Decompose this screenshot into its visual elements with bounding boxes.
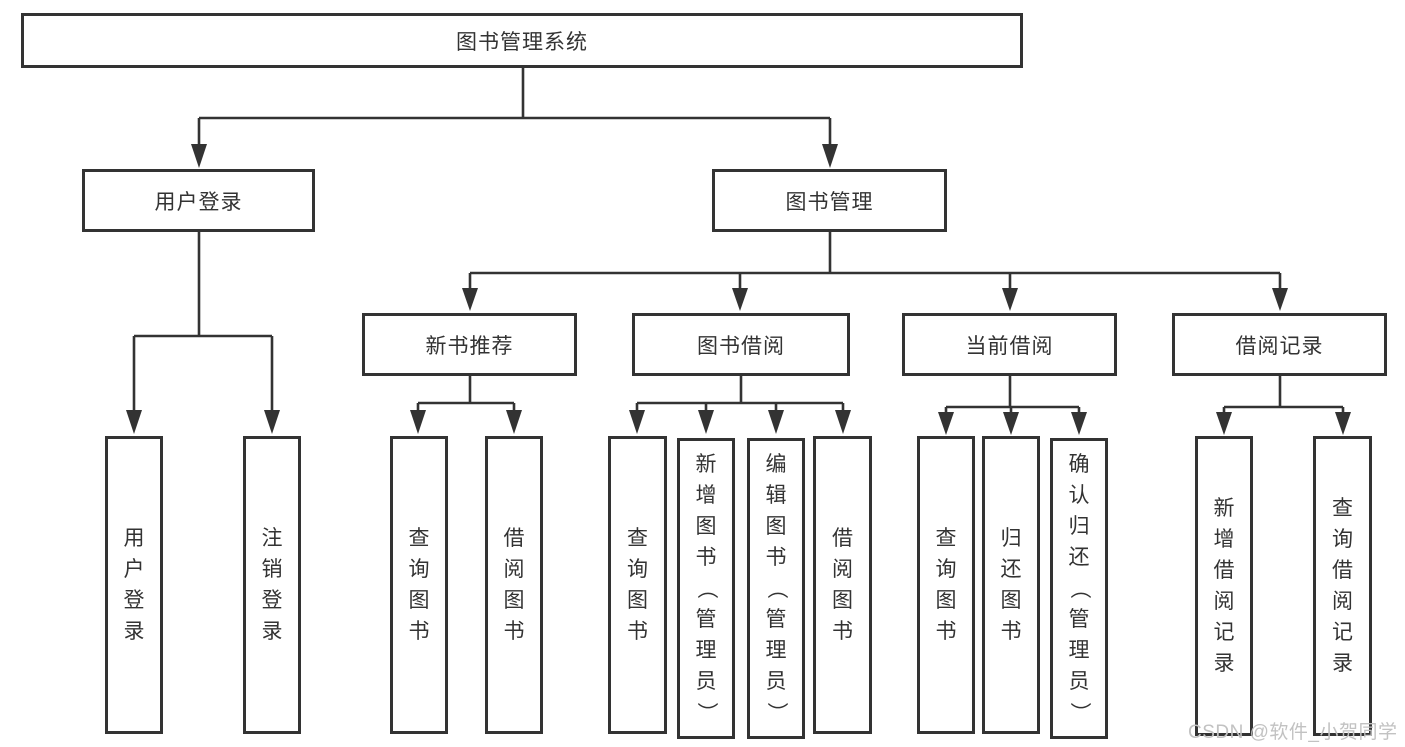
leaf-logout: 注销登录	[243, 436, 301, 734]
leaf-edit-book-admin: 编辑图书（管理员）	[747, 438, 805, 739]
leaf-borrow-book-recommend: 借阅图书	[485, 436, 543, 734]
leaf-query-book-recommend-label: 查询图书	[408, 527, 430, 643]
leaf-borrow-book-label: 借阅图书	[832, 527, 853, 643]
leaf-confirm-return-admin: 确认归还（管理员）	[1050, 438, 1108, 739]
leaf-borrow-book: 借阅图书	[813, 436, 872, 734]
node-book-management-group: 图书管理	[712, 169, 947, 232]
connector-borrow-record-branch	[1216, 376, 1351, 435]
csdn-watermark: CSDN @软件_小贺同学	[1188, 722, 1398, 743]
leaf-user-login-label: 用户登录	[123, 527, 145, 643]
leaf-query-book-current-label: 查询图书	[935, 527, 957, 643]
node-current-borrow: 当前借阅	[902, 313, 1117, 376]
leaf-return-book-label: 归还图书	[1000, 527, 1022, 643]
connector-new-book-branch	[410, 376, 522, 434]
node-user-login-group: 用户登录	[82, 169, 315, 232]
connector-current-borrow-branch	[938, 376, 1087, 435]
node-system-root: 图书管理系统	[21, 13, 1023, 68]
leaf-logout-label: 注销登录	[261, 527, 283, 643]
leaf-add-borrow-record: 新增借阅记录	[1195, 436, 1253, 736]
connector-root-split	[191, 68, 838, 168]
leaf-query-borrow-record: 查询借阅记录	[1313, 436, 1372, 736]
leaf-query-borrow-record-label: 查询借阅记录	[1332, 497, 1353, 675]
connector-book-borrow-branch	[629, 376, 851, 434]
leaf-add-book-admin-label: 新增图书（管理员）	[694, 453, 718, 723]
leaf-edit-book-admin-label: 编辑图书（管理员）	[764, 453, 788, 723]
connector-book-mgmt-branch	[462, 232, 1288, 311]
leaf-add-borrow-record-label: 新增借阅记录	[1213, 497, 1235, 675]
leaf-confirm-return-admin-label: 确认归还（管理员）	[1067, 453, 1091, 723]
leaf-query-book-recommend: 查询图书	[390, 436, 448, 734]
leaf-query-book-current: 查询图书	[917, 436, 975, 734]
leaf-user-login: 用户登录	[105, 436, 163, 734]
leaf-return-book: 归还图书	[982, 436, 1040, 734]
leaf-add-book-admin: 新增图书（管理员）	[677, 438, 735, 739]
node-book-borrow: 图书借阅	[632, 313, 850, 376]
leaf-query-book-borrow: 查询图书	[608, 436, 667, 734]
node-new-book-recommend: 新书推荐	[362, 313, 577, 376]
leaf-query-book-borrow-label: 查询图书	[627, 527, 648, 643]
leaf-borrow-book-recommend-label: 借阅图书	[503, 527, 525, 643]
connector-user-login-branch	[126, 232, 280, 434]
node-borrow-record: 借阅记录	[1172, 313, 1387, 376]
